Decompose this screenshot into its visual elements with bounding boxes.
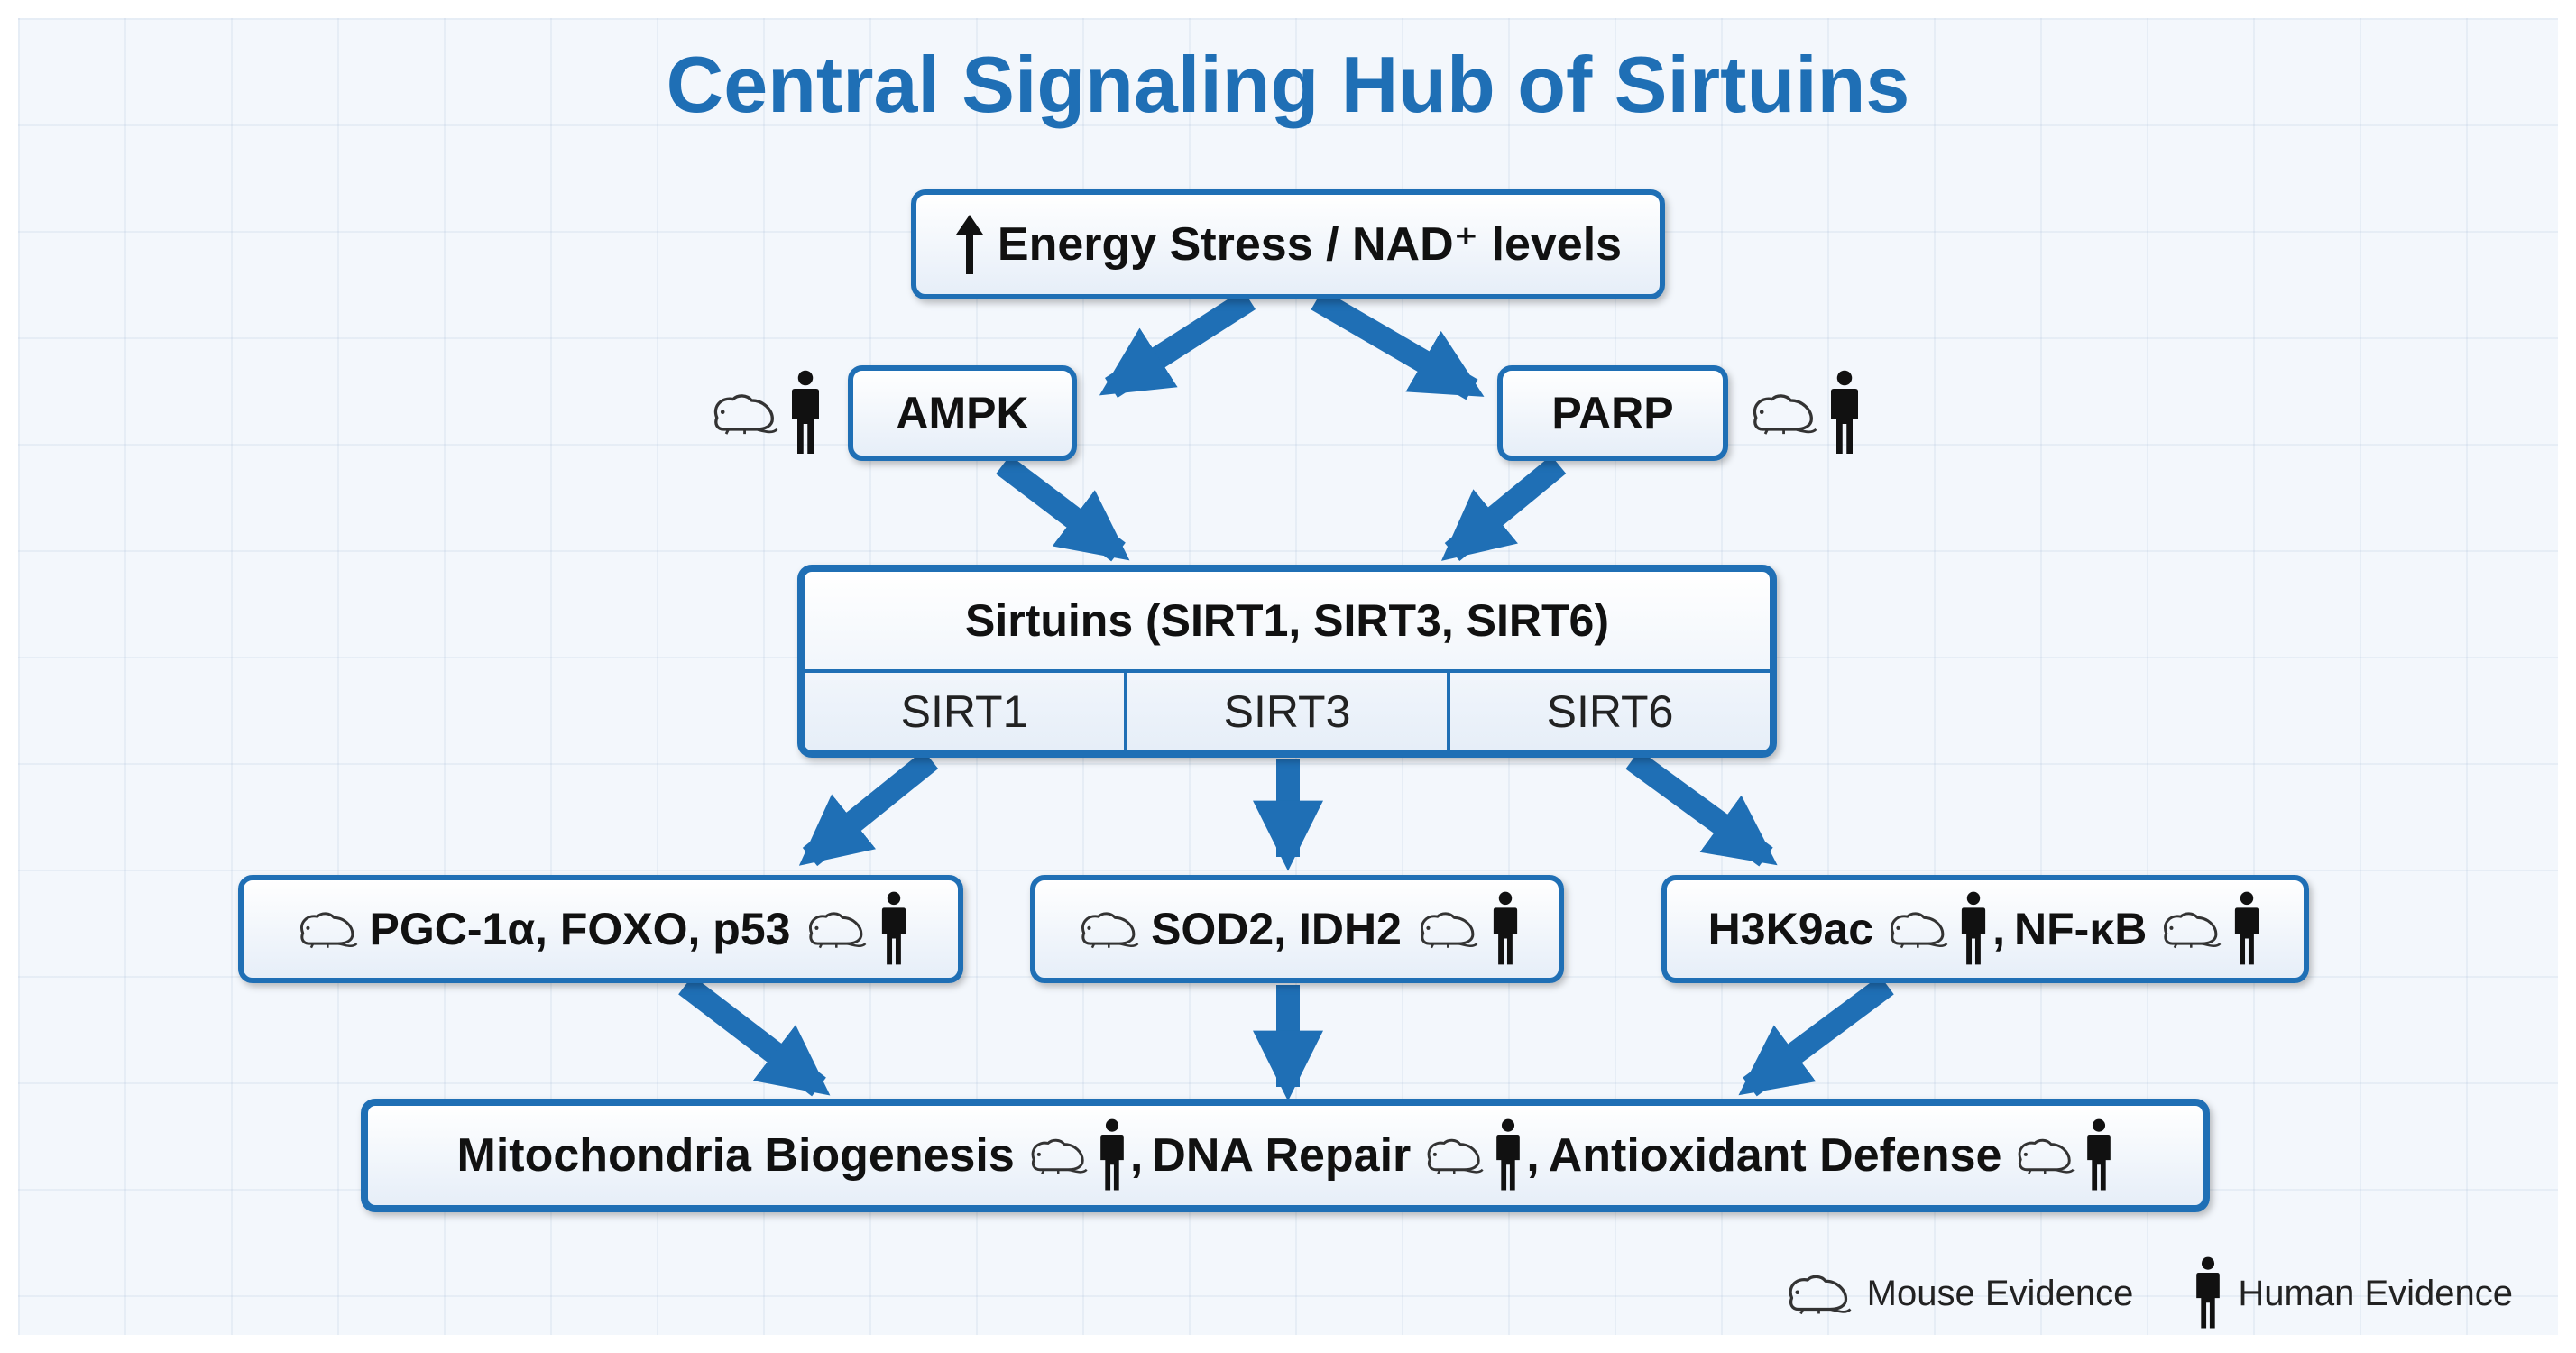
energy-stress-box: Energy Stress / NAD⁺ levels: [911, 189, 1665, 299]
mouse-icon: [1780, 1270, 1853, 1317]
human-icon: [2084, 1118, 2113, 1192]
human-icon: [1958, 891, 1989, 967]
nfkb-label: NF-κB: [2014, 904, 2148, 954]
mouse-icon: [1744, 390, 1818, 437]
sirtuins-box: Sirtuins (SIRT1, SIRT3, SIRT6) SIRT1 SIR…: [797, 565, 1777, 758]
mouse-icon: [1073, 908, 1140, 950]
legend-mouse-label: Mouse Evidence: [1866, 1273, 2134, 1313]
arrow-left-to-outcomes: [678, 975, 831, 1097]
ampk-label: AMPK: [896, 388, 1029, 438]
comma-separator: ,: [1129, 1129, 1144, 1182]
arrow-sirtuins-to-right: [1625, 750, 1778, 867]
parp-box: PARP: [1497, 365, 1728, 461]
sirt6-cell: SIRT6: [1447, 673, 1770, 750]
human-icon: [788, 370, 823, 456]
mouse-icon: [1420, 1135, 1485, 1176]
mouse-icon: [2010, 1135, 2075, 1176]
sirtuins-header: Sirtuins (SIRT1, SIRT3, SIRT6): [965, 595, 1609, 646]
arrow-right-to-outcomes: [1738, 975, 1894, 1097]
target-middle-label: SOD2, IDH2: [1151, 904, 1402, 954]
outcome-mito-label: Mitochondria Biogenesis: [456, 1129, 1015, 1182]
mouse-icon: [2156, 908, 2222, 950]
mouse-icon: [705, 390, 779, 437]
sirt3-cell: SIRT3: [1124, 673, 1447, 750]
h3k9ac-label: H3K9ac: [1707, 904, 1874, 954]
human-icon: [1494, 1118, 1523, 1192]
human-icon: [879, 891, 909, 967]
outcome-dna-label: DNA Repair: [1152, 1129, 1412, 1182]
legend: Mouse Evidence Human Evidence: [1780, 1256, 2513, 1330]
human-icon: [1827, 370, 1862, 456]
parp-label: PARP: [1551, 388, 1674, 438]
parp-evidence-icons: [1744, 370, 1862, 456]
human-icon: [1098, 1118, 1127, 1192]
human-icon: [2231, 891, 2262, 967]
arrow-top-to-ampk: [1099, 290, 1256, 398]
legend-human-label: Human Evidence: [2238, 1273, 2513, 1313]
mouse-icon: [1412, 908, 1479, 950]
mouse-icon: [1024, 1135, 1089, 1176]
mouse-icon: [292, 908, 359, 950]
target-left-box: PGC-1α, FOXO, p53: [238, 875, 963, 983]
outcome-antioxidant-label: Antioxidant Defense: [1548, 1129, 2002, 1182]
arrow-ampk-to-sirtuins: [996, 455, 1130, 562]
sirt1-cell: SIRT1: [900, 686, 1028, 737]
human-icon: [2193, 1256, 2223, 1330]
ampk-evidence-icons: [705, 370, 823, 456]
sirtuins-row: SIRT1 SIRT3 SIRT6: [805, 669, 1770, 750]
target-middle-box: SOD2, IDH2: [1030, 875, 1564, 983]
target-right-box: H3K9ac , NF-κB: [1661, 875, 2309, 983]
arrow-sirtuins-to-left: [798, 750, 939, 867]
mouse-icon: [1882, 908, 1949, 950]
outcomes-box: Mitochondria Biogenesis , DNA Repair , A…: [361, 1099, 2210, 1212]
arrow-parp-to-sirtuins: [1440, 455, 1567, 562]
comma-separator: ,: [1992, 904, 2006, 954]
energy-stress-label: Energy Stress / NAD⁺ levels: [997, 218, 1623, 271]
human-icon: [1490, 891, 1521, 967]
arrow-top-to-parp: [1311, 289, 1485, 400]
page-title: Central Signaling Hub of Sirtuins: [666, 40, 1910, 129]
up-arrow-icon: [955, 215, 983, 274]
ampk-box: AMPK: [848, 365, 1077, 461]
target-left-label: PGC-1α, FOXO, p53: [369, 904, 791, 954]
mouse-icon: [801, 908, 868, 950]
comma-separator: ,: [1526, 1129, 1540, 1182]
